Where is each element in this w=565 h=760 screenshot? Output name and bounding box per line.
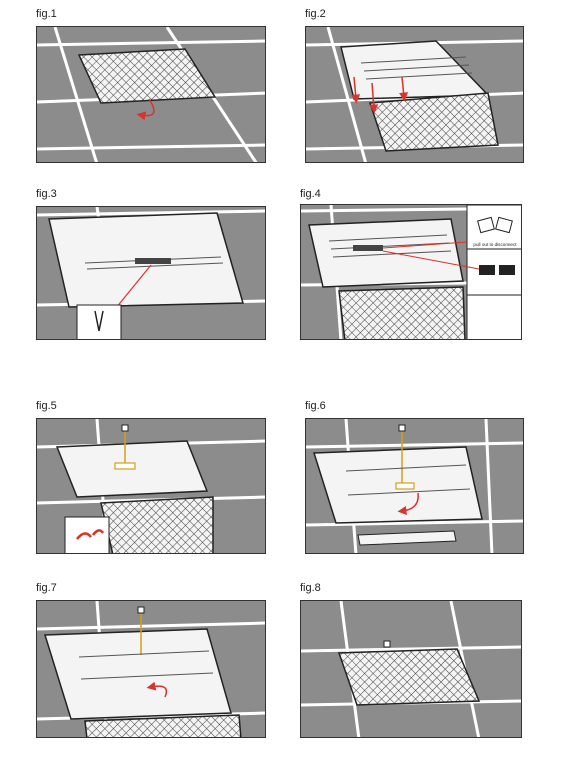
mesh-panel bbox=[84, 714, 242, 737]
fig-2-label: fig.2 bbox=[305, 8, 326, 20]
fig-8-panel bbox=[300, 600, 522, 738]
led-bar bbox=[357, 530, 457, 546]
rotate-arrow bbox=[136, 98, 155, 121]
fig-6-illustration bbox=[306, 419, 523, 553]
fig-6-panel bbox=[305, 418, 524, 554]
fig-2-illustration bbox=[306, 27, 523, 162]
mesh-panel bbox=[77, 48, 217, 104]
down-arrow bbox=[399, 76, 409, 102]
connector-icon bbox=[477, 216, 495, 234]
callout-inset bbox=[76, 304, 122, 339]
fig-1-illustration bbox=[37, 27, 265, 162]
mesh-panel bbox=[100, 496, 214, 553]
rotate-arrow bbox=[397, 492, 419, 515]
fig-3-panel bbox=[36, 206, 266, 340]
suspension-clip bbox=[383, 640, 391, 648]
driver-box bbox=[135, 258, 171, 264]
connector-icon bbox=[495, 216, 513, 234]
fig-2-panel bbox=[305, 26, 524, 163]
fig-7-label: fig.7 bbox=[36, 582, 57, 594]
fig-3-illustration bbox=[37, 207, 265, 339]
driver-box bbox=[353, 245, 383, 251]
fig-4-illustration: pull out to disconnect bbox=[301, 205, 521, 339]
callout-inset bbox=[64, 516, 110, 553]
mesh-panel bbox=[368, 92, 499, 152]
mesh-panel bbox=[337, 648, 481, 706]
fig-5-label: fig.5 bbox=[36, 400, 57, 412]
fig-3-label: fig.3 bbox=[36, 188, 57, 200]
fig-7-illustration bbox=[37, 601, 265, 737]
fig-1-panel bbox=[36, 26, 266, 163]
fig-8-illustration bbox=[301, 601, 521, 737]
callout-line bbox=[382, 241, 468, 249]
fig-5-panel bbox=[36, 418, 266, 554]
mesh-panel bbox=[338, 286, 466, 339]
connector-icon bbox=[94, 310, 104, 332]
fixture-housing bbox=[43, 628, 232, 720]
fig-4-panel: pull out to disconnect bbox=[300, 204, 522, 340]
fig-5-illustration bbox=[37, 419, 265, 553]
driver-box bbox=[114, 462, 136, 470]
fixture-housing bbox=[340, 40, 490, 100]
fig-1-label: fig.1 bbox=[36, 8, 57, 20]
fig-7-panel bbox=[36, 600, 266, 738]
driver-box bbox=[395, 482, 415, 490]
down-arrow bbox=[369, 82, 379, 114]
fig-4-label: fig.4 bbox=[300, 188, 321, 200]
inset-caption: pull out to disconnect bbox=[473, 242, 517, 247]
callout-line bbox=[382, 250, 480, 270]
down-arrow bbox=[351, 76, 361, 104]
connector-icon bbox=[76, 529, 105, 540]
fig-6-label: fig.6 bbox=[305, 400, 326, 412]
fixture-housing bbox=[308, 218, 464, 288]
rotate-arrow bbox=[146, 681, 168, 698]
fig-8-label: fig.8 bbox=[300, 582, 321, 594]
